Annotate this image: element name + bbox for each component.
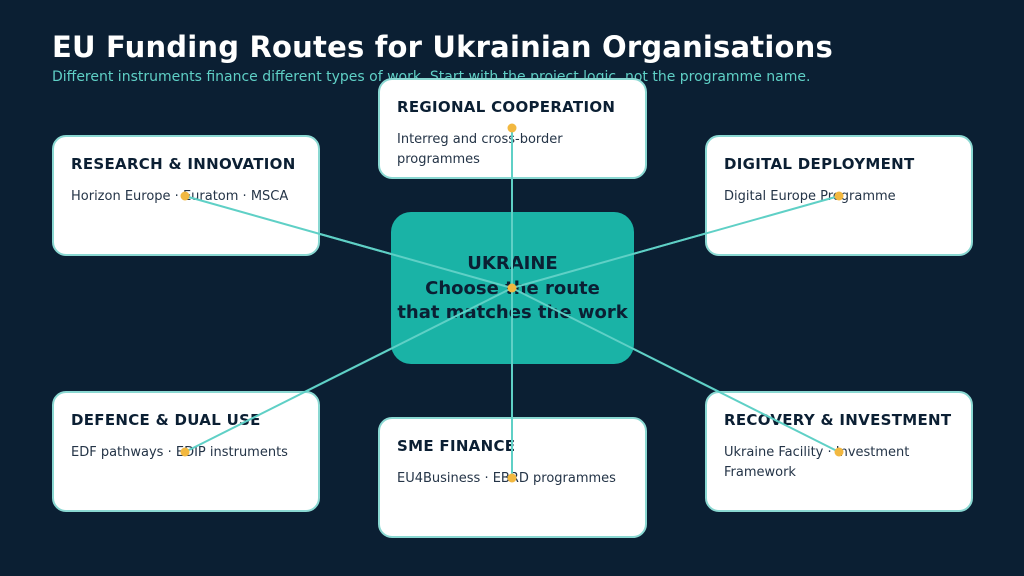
- card-title: RECOVERY & INVESTMENT: [724, 411, 952, 429]
- hub-text-line-2: that matches the work: [397, 302, 628, 324]
- card-title: DEFENCE & DUAL USE: [71, 411, 261, 429]
- card-digital-deployment: DIGITAL DEPLOYMENT Digital Europe Progra…: [705, 135, 973, 256]
- card-research-innovation: RESEARCH & INNOVATION Horizon Europe · E…: [52, 135, 320, 256]
- card-body: Interreg and cross-border programmes: [397, 132, 563, 167]
- card-body: EU4Business · EBRD programmes: [397, 471, 616, 486]
- card-title: RESEARCH & INNOVATION: [71, 155, 296, 173]
- card-body: Horizon Europe · Euratom · MSCA: [71, 189, 289, 204]
- card-title: REGIONAL COOPERATION: [397, 98, 616, 116]
- card-body: Digital Europe Programme: [724, 189, 896, 204]
- card-body: EDF pathways · EDIP instruments: [71, 445, 288, 460]
- card-defence-dual-use: DEFENCE & DUAL USE EDF pathways · EDIP i…: [52, 391, 320, 512]
- page-title: EU Funding Routes for Ukrainian Organisa…: [52, 30, 833, 64]
- card-recovery-investment: RECOVERY & INVESTMENT Ukraine Facility ·…: [705, 391, 973, 512]
- card-title: SME FINANCE: [397, 437, 516, 455]
- hub-text-line-1: Choose the route: [425, 277, 600, 299]
- hub-title: UKRAINE: [467, 253, 558, 275]
- card-sme-finance: SME FINANCE EU4Business · EBRD programme…: [378, 417, 647, 538]
- card-regional-cooperation: REGIONAL COOPERATION Interreg and cross-…: [378, 78, 647, 179]
- card-title: DIGITAL DEPLOYMENT: [724, 155, 915, 173]
- hub-ukraine: UKRAINE Choose the route that matches th…: [391, 212, 634, 364]
- card-body: Ukraine Facility · Investment Framework: [724, 445, 910, 480]
